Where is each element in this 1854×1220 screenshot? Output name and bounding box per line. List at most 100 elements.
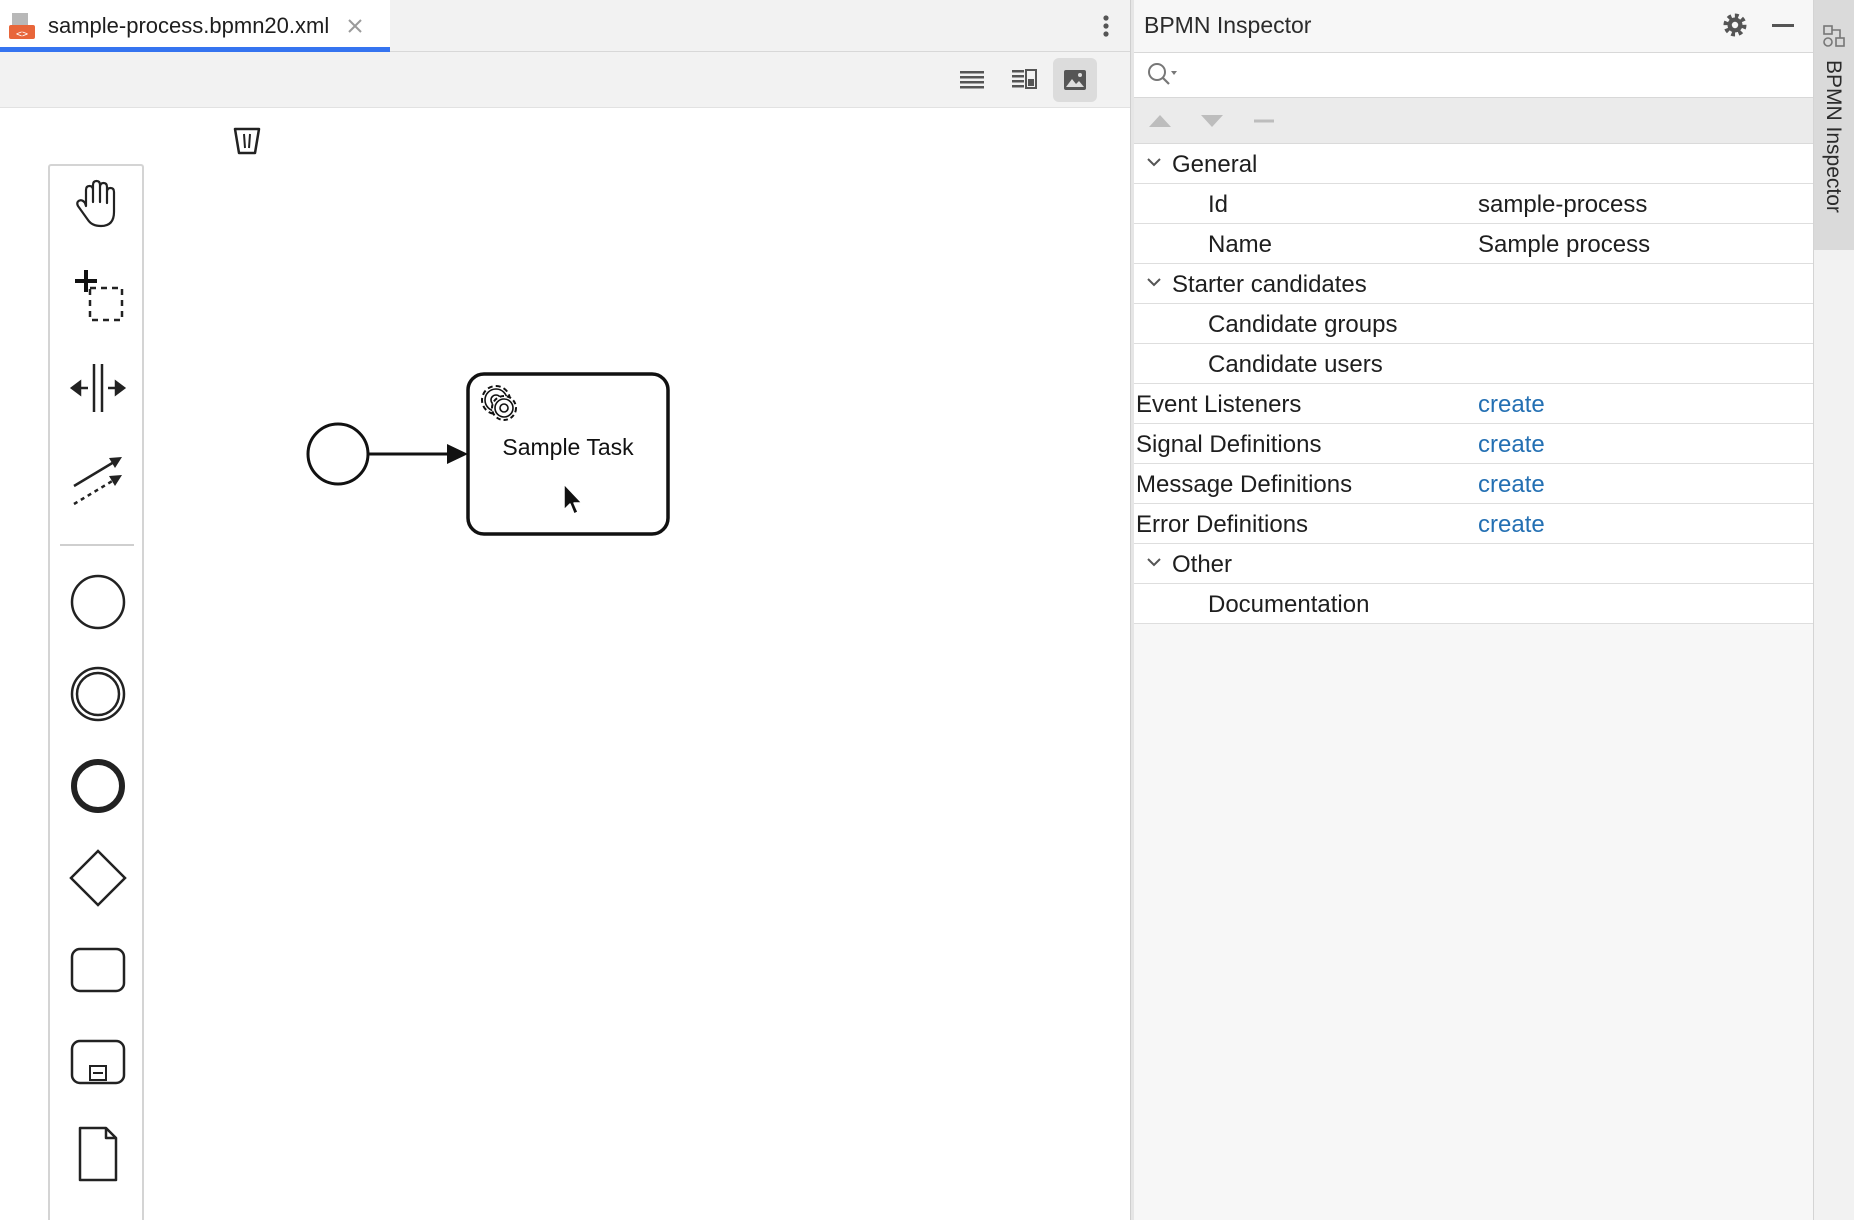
property-key: Candidate users (1208, 351, 1383, 378)
property-key: Error Definitions (1136, 511, 1309, 538)
chevron-down-icon[interactable] (1146, 556, 1162, 568)
tool-window-strip: BPMN Inspector (1813, 0, 1854, 1220)
property-row-signal-definitions[interactable]: Signal Definitions create (1134, 424, 1813, 464)
create-link[interactable]: create (1478, 431, 1545, 458)
chevron-down-icon[interactable] (1146, 156, 1162, 168)
minimize-icon[interactable] (1772, 24, 1794, 27)
space-tool-icon (69, 364, 127, 412)
bpmn-inspector-tool-tab[interactable]: BPMN Inspector (1814, 0, 1854, 250)
diagram-view-icon (1064, 70, 1086, 90)
subprocess-tool[interactable] (66, 1030, 130, 1094)
start-event[interactable] (306, 422, 370, 486)
active-tab-indicator (0, 47, 390, 52)
property-row-event-listeners[interactable]: Event Listeners create (1134, 384, 1813, 424)
property-table: General Id sample-process Name Sample pr… (1134, 144, 1813, 624)
start-event-tool[interactable] (66, 570, 130, 634)
hand-tool[interactable] (66, 172, 130, 236)
mouse-cursor-icon (563, 483, 583, 515)
inspector-nav-toolbar (1134, 98, 1813, 144)
service-task-label: Sample Task (502, 434, 634, 460)
subprocess-icon (70, 1039, 126, 1085)
intermediate-event-tool[interactable] (66, 662, 130, 726)
editor-tab-bar: <> sample-process.bpmn20.xml (0, 0, 1130, 52)
bpmn-diagram-icon (1823, 25, 1845, 47)
group-other[interactable]: Other (1134, 544, 1813, 584)
intermediate-event-icon (70, 666, 126, 722)
lasso-tool[interactable] (66, 264, 130, 328)
trash-icon[interactable] (232, 124, 262, 156)
bpmn-inspector-panel: BPMN Inspector (1134, 0, 1813, 1220)
chevron-down-icon[interactable] (1146, 276, 1162, 288)
property-key: Message Definitions (1136, 471, 1353, 498)
previous-button[interactable] (1146, 110, 1174, 132)
create-link[interactable]: create (1478, 511, 1545, 538)
inspector-empty-area (1134, 626, 1813, 1220)
search-icon[interactable] (1146, 61, 1180, 89)
arrow-up-icon (1149, 115, 1171, 127)
group-label: General (1172, 151, 1258, 178)
text-view-button[interactable] (950, 58, 994, 102)
settings-gear-icon[interactable] (1720, 10, 1750, 40)
inspector-header: BPMN Inspector (1134, 0, 1813, 52)
more-options-icon[interactable] (1097, 10, 1115, 42)
property-key: Name (1208, 231, 1273, 258)
property-key: Signal Definitions (1136, 431, 1322, 458)
group-label: Starter candidates (1172, 271, 1367, 298)
inspector-search-input[interactable] (1184, 59, 1784, 91)
property-row-documentation[interactable]: Documentation (1134, 584, 1813, 624)
text-view-icon (960, 71, 984, 89)
collapse-button[interactable] (1250, 110, 1278, 132)
start-event-icon (70, 574, 126, 630)
connect-tool-icon (73, 457, 122, 506)
split-view-icon (1012, 69, 1037, 89)
group-general[interactable]: General (1134, 144, 1813, 184)
next-button[interactable] (1198, 110, 1226, 132)
create-link[interactable]: create (1478, 471, 1545, 498)
hand-tool-icon (76, 179, 116, 228)
group-starter-candidates[interactable]: Starter candidates (1134, 264, 1813, 304)
arrow-down-icon (1201, 115, 1223, 127)
task-icon (70, 947, 126, 993)
property-row-name[interactable]: Name Sample process (1134, 224, 1813, 264)
connect-tool[interactable] (66, 448, 130, 512)
inspector-search-bar (1134, 52, 1813, 98)
close-icon[interactable] (345, 16, 365, 36)
property-key: Candidate groups (1208, 311, 1398, 338)
property-key: Id (1208, 191, 1229, 218)
data-object-tool[interactable] (66, 1122, 130, 1186)
split-view-button[interactable] (1002, 58, 1046, 102)
sequence-flow-arrowhead (447, 444, 468, 464)
service-task[interactable] (466, 372, 670, 536)
property-row-id[interactable]: Id sample-process (1134, 184, 1813, 224)
lasso-tool-icon (75, 270, 124, 322)
property-row-candidate-groups[interactable]: Candidate groups (1134, 304, 1813, 344)
diagram-view-button[interactable] (1053, 58, 1097, 102)
editor-toolbar (0, 52, 1130, 108)
property-row-error-definitions[interactable]: Error Definitions create (1134, 504, 1813, 544)
create-link[interactable]: create (1478, 391, 1545, 418)
property-row-message-definitions[interactable]: Message Definitions create (1134, 464, 1813, 504)
panel-splitter[interactable] (1130, 0, 1134, 1220)
space-tool[interactable] (66, 356, 130, 420)
xml-file-icon: <> (9, 13, 35, 40)
tool-tab-label: BPMN Inspector (1822, 60, 1845, 213)
group-label: Other (1172, 551, 1233, 578)
minus-icon (1254, 119, 1274, 123)
bpmn-palette (48, 164, 144, 1220)
gateway-icon (69, 849, 127, 907)
property-key: Documentation (1208, 591, 1370, 618)
end-event-tool[interactable] (66, 754, 130, 818)
property-value[interactable]: sample-process (1478, 191, 1648, 218)
property-row-candidate-users[interactable]: Candidate users (1134, 344, 1813, 384)
svg-text:<>: <> (16, 29, 28, 40)
bpmn-diagram (306, 372, 670, 536)
data-object-icon (78, 1126, 118, 1182)
editor-tab[interactable]: <> sample-process.bpmn20.xml (0, 0, 390, 52)
gateway-tool[interactable] (66, 846, 130, 910)
inspector-title: BPMN Inspector (1144, 12, 1312, 38)
diagram-canvas[interactable]: Sample Task (0, 108, 1130, 1220)
task-tool[interactable] (66, 938, 130, 1002)
property-value[interactable]: Sample process (1478, 231, 1651, 258)
property-key: Event Listeners (1136, 391, 1302, 418)
editor-tab-label: sample-process.bpmn20.xml (48, 13, 330, 38)
